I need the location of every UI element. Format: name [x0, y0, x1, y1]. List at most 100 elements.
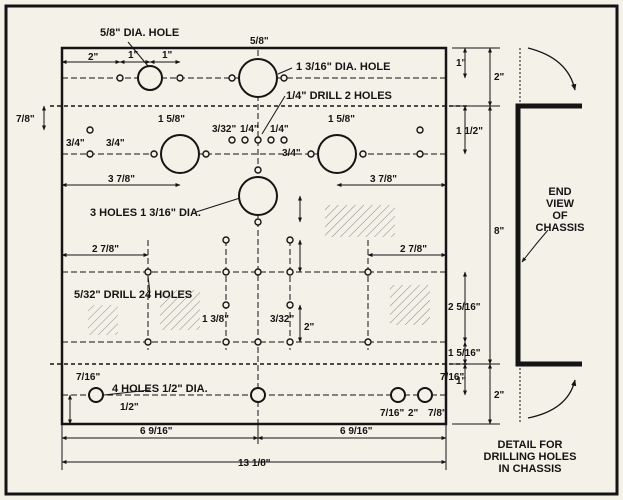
- dim-label: 3/32": [270, 314, 294, 325]
- dim-label: 2": [494, 72, 505, 83]
- hole-small: [144, 268, 152, 276]
- dim-label: 1 5/16": [448, 348, 481, 359]
- dim-label: 5/8": [250, 36, 269, 47]
- leader-lines: [103, 41, 293, 396]
- hole-medium: [137, 65, 163, 91]
- chassis-plate: [60, 46, 448, 426]
- fold-arrow-top: [527, 47, 577, 91]
- dim-label: 13 1/8": [238, 458, 271, 469]
- hole-small: [280, 136, 288, 144]
- hole-half: [88, 387, 104, 403]
- hole-small: [280, 74, 288, 82]
- hole-small: [222, 338, 230, 346]
- hole-small: [222, 236, 230, 244]
- hatch-area: [88, 305, 118, 335]
- hole-small: [176, 74, 184, 82]
- dim-label: 1 1/2": [456, 126, 483, 137]
- dim-label: 3/4": [106, 138, 125, 149]
- end-view-pointer: [521, 229, 549, 263]
- hatch-area: [325, 205, 395, 237]
- label-5-8-hole: 5/8" DIA. HOLE: [100, 27, 179, 39]
- hole-large: [238, 176, 278, 216]
- label-drill-2-holes: 1/4" DRILL 2 HOLES: [286, 90, 392, 102]
- hole-half: [390, 387, 406, 403]
- label-end-view: OF: [552, 210, 568, 222]
- hole-small: [364, 338, 372, 346]
- dim-label: 7/8": [428, 408, 447, 419]
- dim-label: 7/16": [440, 372, 464, 383]
- dim-label: 2": [304, 322, 315, 333]
- hole-small: [222, 268, 230, 276]
- hole-half: [250, 387, 266, 403]
- label-3-holes: 3 HOLES 1 3/16" DIA.: [90, 207, 201, 219]
- hole-small: [86, 126, 94, 134]
- dim-label: 8": [494, 226, 505, 237]
- hole-small: [86, 150, 94, 158]
- hole-small: [254, 338, 262, 346]
- label-end-view: VIEW: [546, 198, 575, 210]
- label-end-view: CHASSIS: [536, 222, 585, 234]
- dim-label: 3 7/8": [108, 174, 135, 185]
- hole-small: [254, 136, 262, 144]
- hole-small: [150, 150, 158, 158]
- hole-small: [359, 150, 367, 158]
- dim-label: 1/2": [120, 402, 139, 413]
- dim-label: 2 7/8": [400, 244, 427, 255]
- hole-small: [307, 150, 315, 158]
- hole-small: [286, 301, 294, 309]
- label-end-view: END: [548, 186, 571, 198]
- outer-frame: [4, 4, 619, 496]
- hatch-area: [160, 290, 200, 330]
- dim-label: 6 9/16": [340, 426, 373, 437]
- hole-small: [144, 338, 152, 346]
- hole-large: [317, 134, 357, 174]
- hole-large: [160, 134, 200, 174]
- hole-large: [238, 58, 278, 98]
- hole-small: [254, 268, 262, 276]
- label-1-3-16-hole: 1 3/16" DIA. HOLE: [296, 61, 390, 73]
- hole-small: [116, 74, 124, 82]
- dim-label: 1 5/8": [158, 114, 185, 125]
- label-detail: DRILLING HOLES: [484, 451, 577, 463]
- hole-small: [364, 268, 372, 276]
- dimension-lines: [42, 47, 500, 470]
- label-detail: DETAIL FOR: [498, 439, 563, 451]
- dim-label: 1": [128, 50, 139, 61]
- hole-small: [286, 338, 294, 346]
- dim-label: 1 3/8": [202, 314, 229, 325]
- hole-small: [286, 268, 294, 276]
- dim-label: 7/8": [16, 114, 35, 125]
- dim-label: 1/4": [270, 124, 289, 135]
- dim-label: 2 7/8": [92, 244, 119, 255]
- dim-label: 1": [162, 50, 173, 61]
- dim-label: 3/4": [66, 138, 85, 149]
- dim-label: 1 5/8": [328, 114, 355, 125]
- hole-small: [202, 150, 210, 158]
- dim-label: 3 7/8": [370, 174, 397, 185]
- hole-small: [241, 136, 249, 144]
- hole-small: [222, 301, 230, 309]
- hole-small: [254, 166, 262, 174]
- hole-small: [416, 150, 424, 158]
- dim-label: 3/32": [212, 124, 236, 135]
- hole-small: [286, 236, 294, 244]
- dim-label: 3/4": [282, 148, 301, 159]
- hole-small: [267, 136, 275, 144]
- dim-label: 2": [494, 390, 505, 401]
- hole-small: [254, 218, 262, 226]
- hole-small: [416, 126, 424, 134]
- dim-label: 2 5/16": [448, 302, 481, 313]
- dim-label: 1": [456, 58, 467, 69]
- label-4-holes: 4 HOLES 1/2" DIA.: [112, 383, 208, 395]
- hatch-area: [390, 285, 430, 325]
- dim-label: 7/16": [380, 408, 404, 419]
- hole-small: [228, 74, 236, 82]
- center-lines: [62, 50, 446, 424]
- label-detail: IN CHASSIS: [499, 463, 562, 475]
- dim-label: 6 9/16": [140, 426, 173, 437]
- dim-label: 2": [408, 408, 419, 419]
- fold-arrow-bottom: [527, 379, 577, 419]
- dim-label: 1/4": [240, 124, 259, 135]
- dim-label: 7/16": [76, 372, 100, 383]
